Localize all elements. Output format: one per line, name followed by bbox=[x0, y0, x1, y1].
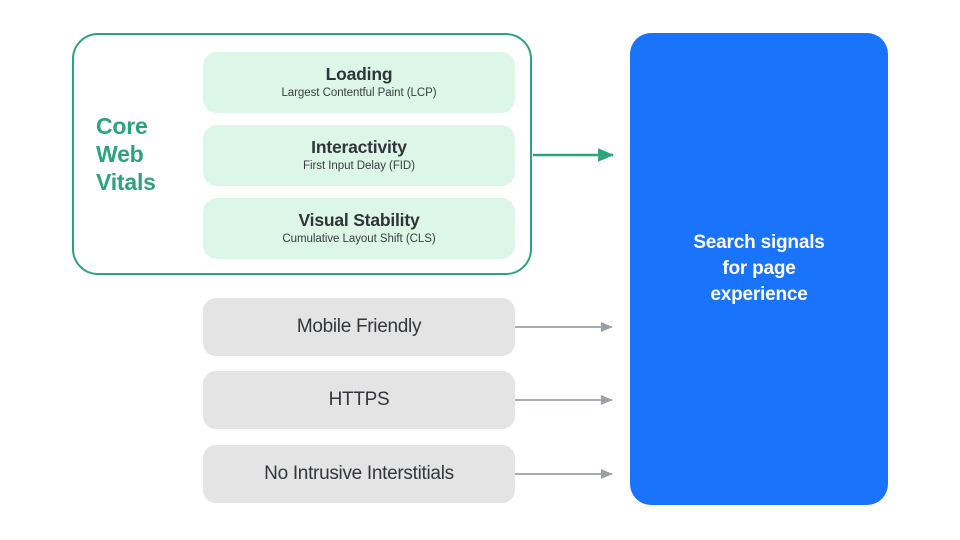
metric-chip-interactivity-title: Interactivity bbox=[311, 137, 407, 158]
search-signals-box[interactable]: Search signals for page experience bbox=[630, 33, 888, 505]
metric-chip-visual-stability-subtitle: Cumulative Layout Shift (CLS) bbox=[282, 233, 436, 246]
search-signals-box-label: Search signals for page experience bbox=[693, 232, 825, 305]
metric-chip-visual-stability[interactable]: Visual Stability Cumulative Layout Shift… bbox=[203, 198, 515, 259]
core-web-vitals-label-line-3: Vitals bbox=[96, 169, 156, 196]
core-web-vitals-group bbox=[72, 33, 532, 275]
core-web-vitals-label: Core Web Vitals bbox=[96, 112, 192, 196]
signal-chip-no-intrusive-interstitials[interactable]: No Intrusive Interstitials bbox=[203, 445, 515, 503]
signal-chip-mobile-friendly[interactable]: Mobile Friendly bbox=[203, 298, 515, 356]
core-web-vitals-label-line-2: Web bbox=[96, 141, 144, 168]
signal-chip-mobile-friendly-title: Mobile Friendly bbox=[296, 316, 422, 337]
core-web-vitals-label-line-1: Core bbox=[96, 113, 148, 139]
signal-chip-https[interactable]: HTTPS bbox=[203, 371, 515, 429]
metric-chip-loading-subtitle: Largest Contentful Paint (LCP) bbox=[281, 87, 437, 100]
metric-chip-interactivity-subtitle: First Input Delay (FID) bbox=[303, 160, 415, 173]
metric-chip-interactivity[interactable]: Interactivity First Input Delay (FID) bbox=[203, 125, 515, 186]
metric-chip-loading-title: Loading bbox=[325, 64, 393, 85]
signal-chip-no-intrusive-interstitials-title: No Intrusive Interstitials bbox=[264, 463, 454, 484]
metric-chip-loading[interactable]: Loading Largest Contentful Paint (LCP) bbox=[203, 52, 515, 113]
metric-chip-visual-stability-title: Visual Stability bbox=[298, 210, 420, 231]
signal-chip-https-title: HTTPS bbox=[328, 389, 390, 410]
